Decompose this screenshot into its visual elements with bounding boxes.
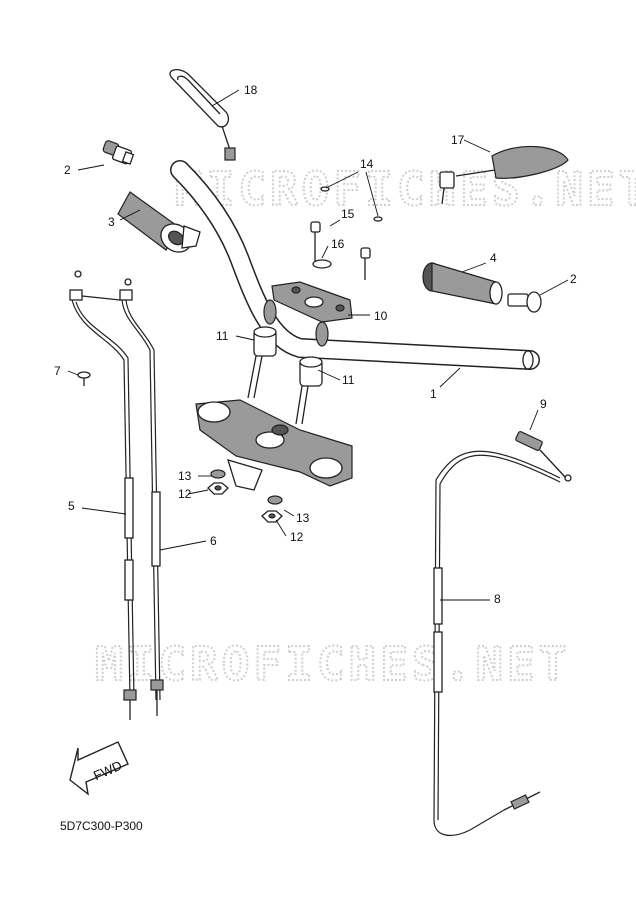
- part-17-right-mirror[interactable]: [439, 145, 569, 205]
- part-11-lower-clamp-left[interactable]: [247, 326, 277, 399]
- callout-12-left: 12: [178, 487, 192, 501]
- part-4-grip[interactable]: [422, 262, 503, 305]
- callout-16: 16: [331, 237, 345, 251]
- part-10-handlebar-clamp[interactable]: [271, 281, 353, 323]
- part-12-nut-left[interactable]: [207, 482, 229, 495]
- part-16-plate[interactable]: [312, 259, 332, 269]
- callout-17: 17: [451, 133, 465, 147]
- upper-triple-clamp[interactable]: [195, 399, 353, 491]
- callout-15: 15: [341, 207, 355, 221]
- callout-11-right: 11: [342, 373, 355, 387]
- callout-3: 3: [108, 215, 115, 229]
- callout-8: 8: [494, 592, 501, 606]
- callout-13-left: 13: [178, 469, 192, 483]
- part-3-throttle-grip[interactable]: [117, 191, 201, 258]
- watermark-bottom: MICROFICHES.NET: [95, 637, 570, 691]
- callout-5: 5: [68, 499, 75, 513]
- part-14-washers[interactable]: [320, 186, 383, 222]
- part-18-left-mirror[interactable]: [169, 68, 236, 161]
- part-5-throttle-cable-pull[interactable]: [71, 299, 137, 720]
- callout-14: 14: [360, 157, 374, 171]
- part-6-throttle-cable-return[interactable]: [121, 299, 164, 716]
- callout-13-right: 13: [296, 511, 310, 525]
- leader-lines: [67, 89, 569, 601]
- throttle-cable-ends: [69, 270, 133, 301]
- part-2-left-bar-end[interactable]: [102, 140, 135, 165]
- handlebar-clamp-rings: [263, 299, 329, 347]
- callout-12-right: 12: [290, 530, 304, 544]
- part-15-bolts[interactable]: [310, 221, 371, 280]
- callout-2-left: 2: [64, 163, 71, 177]
- callout-2-right: 2: [570, 272, 577, 286]
- watermark-top: MICROFICHES.NET: [175, 162, 636, 216]
- callout-18: 18: [244, 83, 258, 97]
- part-8-clutch-cable[interactable]: [433, 450, 561, 837]
- part-11-lower-clamp-right[interactable]: [295, 356, 323, 425]
- part-13-washer-right[interactable]: [267, 495, 283, 505]
- callout-4: 4: [490, 251, 497, 265]
- callout-7: 7: [54, 364, 61, 378]
- callout-1: 1: [430, 387, 437, 401]
- callout-6: 6: [210, 534, 217, 548]
- fwd-arrow: FWD: [69, 741, 129, 796]
- part-13-washer-left[interactable]: [210, 469, 226, 479]
- diagram-code: 5D7C300-P300: [60, 819, 143, 833]
- part-2-right-bar-end[interactable]: [507, 291, 542, 313]
- part-7-bolt[interactable]: [77, 371, 91, 386]
- part-1-handlebar[interactable]: [170, 160, 540, 370]
- callout-11-left: 11: [216, 329, 229, 343]
- part-12-nut-right[interactable]: [261, 510, 283, 523]
- callout-9: 9: [540, 397, 547, 411]
- part-9-adjuster[interactable]: [515, 431, 572, 482]
- callout-10: 10: [374, 309, 388, 323]
